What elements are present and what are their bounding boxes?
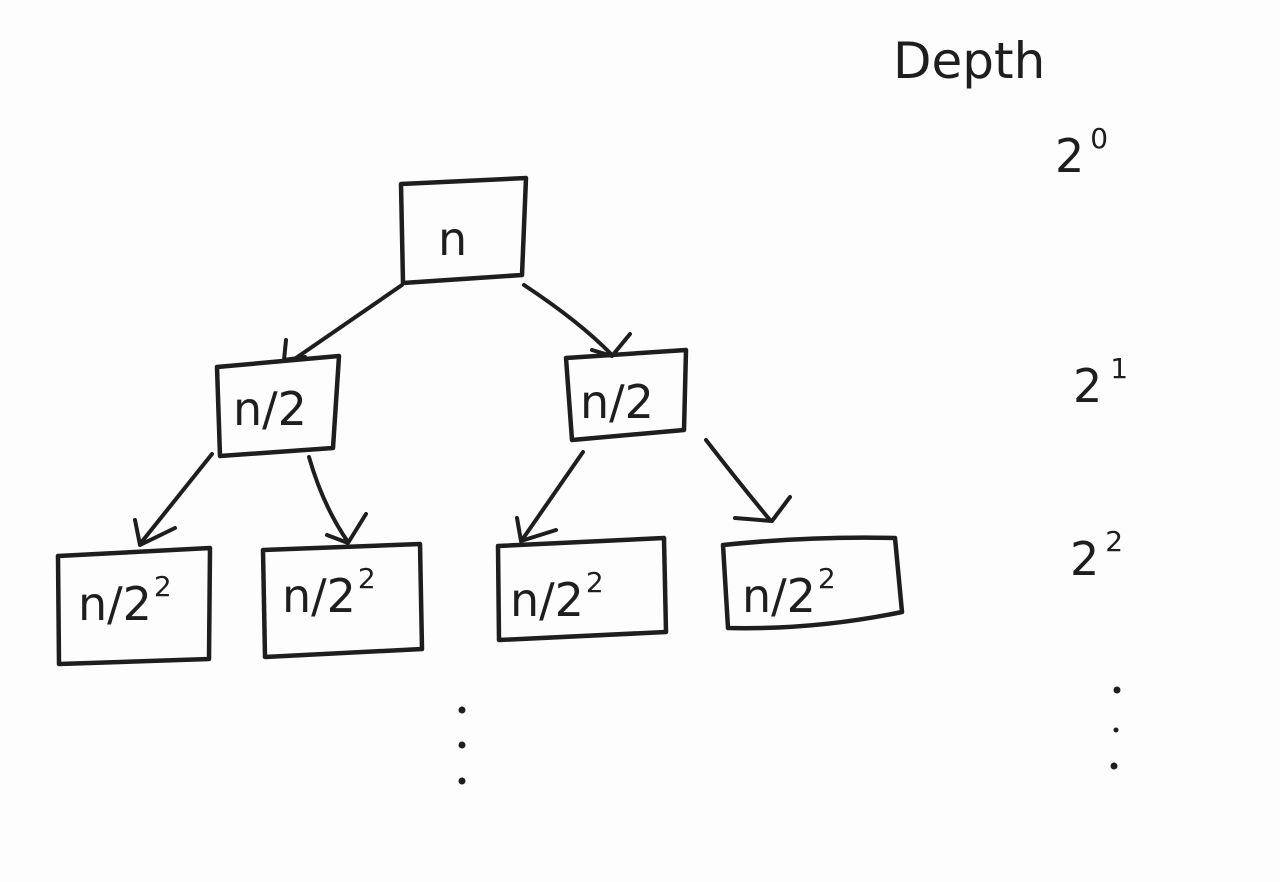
tree-node-l1-right: n/2 bbox=[563, 347, 689, 443]
node-l2-2-base: n/2 bbox=[282, 569, 356, 623]
node-l2-4-exponent: 2 bbox=[818, 562, 836, 595]
node-l2-4-label: n/22 bbox=[742, 562, 836, 623]
tree-node-l2-3: n/22 bbox=[495, 535, 669, 643]
node-l1-right-label: n/2 bbox=[580, 375, 654, 429]
depth-dot-2 bbox=[1113, 727, 1119, 733]
node-l1-left-label: n/2 bbox=[233, 382, 307, 436]
tree-continuation-dots bbox=[458, 706, 466, 785]
depth-level-2-base: 2 bbox=[1070, 532, 1099, 586]
depth-level-1-exponent: 1 bbox=[1110, 352, 1128, 385]
depth-level-2-exponent: 2 bbox=[1105, 525, 1123, 558]
depth-dot-1 bbox=[1113, 686, 1121, 694]
node-l2-3-label: n/22 bbox=[510, 566, 604, 627]
node-l2-1-exponent: 2 bbox=[154, 570, 172, 603]
tree-dot-2 bbox=[458, 741, 466, 749]
node-root-label: n bbox=[438, 212, 467, 266]
node-l2-4-base: n/2 bbox=[742, 569, 816, 623]
edge-l1-left-to-l2-1 bbox=[133, 452, 214, 547]
depth-continuation-dots bbox=[1110, 686, 1121, 770]
tree-dot-1 bbox=[458, 706, 466, 714]
depth-level-0-base: 2 bbox=[1055, 129, 1084, 183]
tree-node-l1-left: n/2 bbox=[214, 353, 342, 459]
node-l2-2-label: n/22 bbox=[282, 562, 376, 623]
tree-node-l2-2: n/22 bbox=[260, 541, 425, 660]
edge-root-to-l1-right bbox=[522, 283, 632, 358]
node-l2-3-exponent: 2 bbox=[586, 566, 604, 599]
depth-dot-3 bbox=[1110, 762, 1118, 770]
node-l2-3-base: n/2 bbox=[510, 573, 584, 627]
tree-node-l2-1: n/22 bbox=[55, 545, 213, 667]
tree-node-root: n bbox=[398, 175, 529, 286]
depth-level-1-base: 2 bbox=[1073, 359, 1102, 413]
node-l2-1-base: n/2 bbox=[78, 577, 152, 631]
depth-level-0-exponent: 0 bbox=[1090, 122, 1108, 155]
edge-l1-right-to-l2-4 bbox=[704, 438, 792, 523]
node-l2-2-exponent: 2 bbox=[358, 562, 376, 595]
node-l2-1-label: n/22 bbox=[78, 570, 172, 631]
tree-edges bbox=[133, 283, 792, 547]
edge-l1-right-to-l2-3 bbox=[515, 450, 585, 543]
tree-node-l2-4: n/22 bbox=[720, 535, 905, 631]
depth-header: Depth bbox=[893, 32, 1045, 90]
edge-l1-left-to-l2-2 bbox=[307, 455, 368, 545]
edge-root-to-l1-left bbox=[282, 283, 404, 362]
tree-dot-3 bbox=[458, 777, 466, 785]
